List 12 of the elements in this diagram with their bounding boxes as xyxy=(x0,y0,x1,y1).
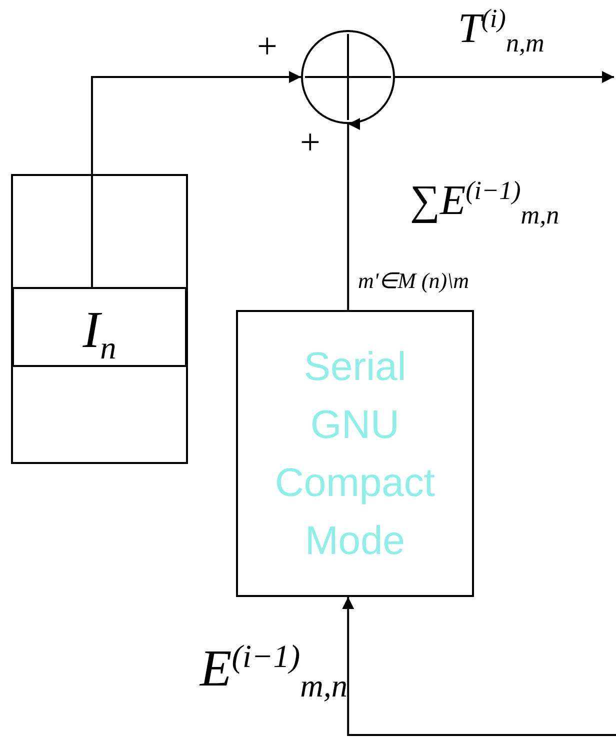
plus-sign: + xyxy=(257,28,278,64)
variable-label: I$_{n}$ xyxy=(82,304,116,364)
arrow xyxy=(395,71,614,83)
arrow xyxy=(90,71,301,287)
summation-index: m'∈M (n)\m xyxy=(358,270,470,292)
arrow xyxy=(342,597,616,736)
adder-circle xyxy=(301,30,395,124)
process-box xyxy=(236,310,474,597)
box-label: Serial GNU Compact Mode xyxy=(274,344,436,564)
plus-sign: + xyxy=(300,124,320,160)
register-cell xyxy=(12,287,187,367)
arrow xyxy=(347,118,360,310)
